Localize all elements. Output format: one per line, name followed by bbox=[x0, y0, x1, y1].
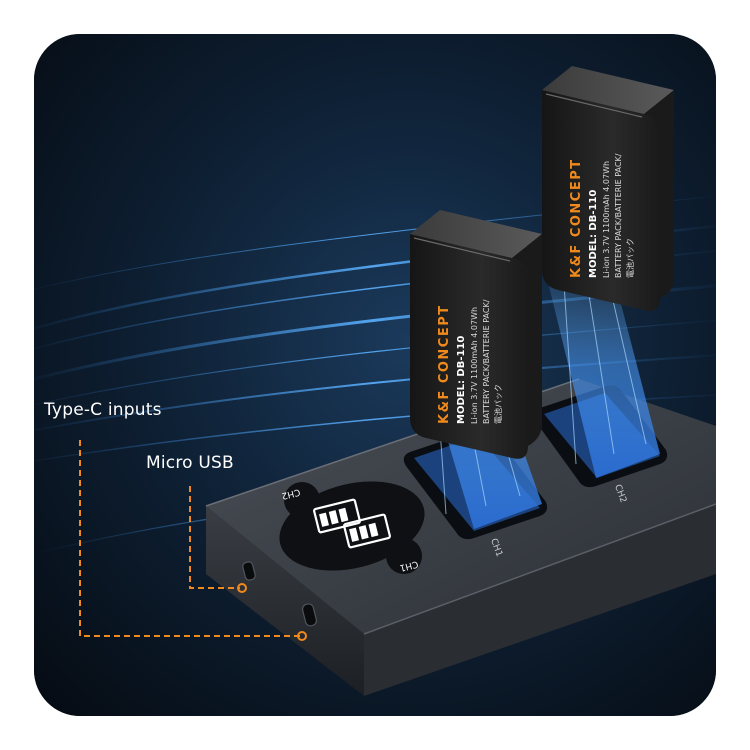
micro-usb-leader-dot bbox=[237, 583, 247, 593]
battery-ch1-spec: Li-ion 3.7V 1100mAh 4.07Wh bbox=[470, 307, 479, 424]
battery-ch2: K&F CONCEPT MODEL: DB-110 Li-ion 3.7V 11… bbox=[542, 66, 674, 311]
micro-usb-leader bbox=[189, 486, 240, 589]
display-ch2-label: CH2 bbox=[280, 486, 301, 500]
charger-scene: CH2 CH1 CH1 CH2 bbox=[34, 34, 716, 716]
battery-ch1-type: BATTERY PACK/BATTERIE PACK/ bbox=[482, 299, 491, 424]
battery-ch1-model: MODEL: DB-110 bbox=[456, 336, 467, 424]
battery-ch1-brand: K&F CONCEPT bbox=[437, 304, 452, 424]
micro-usb-callout: Micro USB bbox=[146, 453, 234, 473]
battery-ch2-spec: Li-ion 3.7V 1100mAh 4.07Wh bbox=[602, 161, 611, 278]
battery-ch1: K&F CONCEPT MODEL: DB-110 Li-ion 3.7V 11… bbox=[410, 210, 542, 459]
battery-ch2-model: MODEL: DB-110 bbox=[588, 190, 599, 278]
battery-ch2-brand: K&F CONCEPT bbox=[569, 158, 584, 278]
battery-level-icon bbox=[313, 498, 391, 549]
battery-ch1-jp: 電池パック bbox=[493, 384, 503, 424]
display-ch1-label: CH1 bbox=[398, 558, 419, 572]
type-c-leader bbox=[79, 440, 300, 637]
battery-ch2-jp: 電池パック bbox=[625, 238, 635, 278]
callout-leaders bbox=[79, 440, 300, 637]
product-image-frame: CH2 CH1 CH1 CH2 bbox=[34, 34, 716, 716]
type-c-callout: Type-C inputs bbox=[44, 400, 162, 420]
battery-ch2-type: BATTERY PACK/BATTERIE PACK/ bbox=[614, 153, 623, 278]
type-c-port bbox=[301, 603, 318, 627]
type-c-leader-dot bbox=[297, 631, 307, 641]
micro-usb-port bbox=[242, 561, 256, 581]
charger-display: CH2 CH1 bbox=[279, 481, 425, 574]
